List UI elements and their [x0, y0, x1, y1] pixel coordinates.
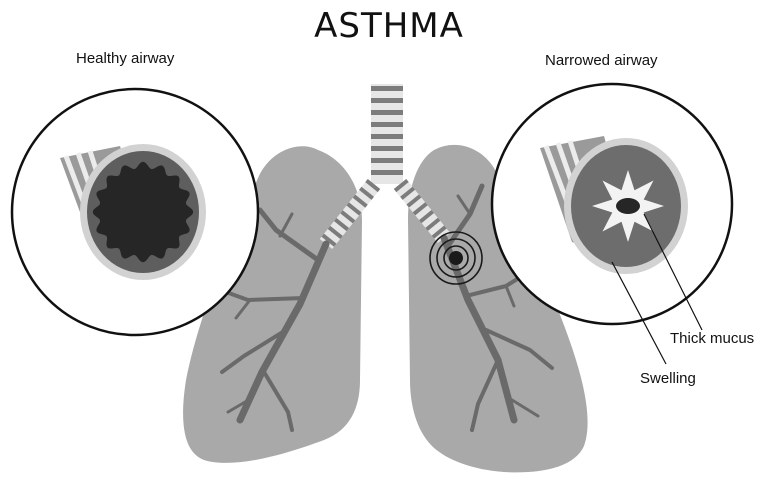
narrowed-lumen — [616, 198, 640, 214]
healthy-lumen — [93, 162, 193, 262]
trachea — [371, 84, 403, 184]
thick-mucus-label: Thick mucus — [670, 330, 754, 347]
swelling-label: Swelling — [640, 370, 696, 387]
healthy-airway-circle — [12, 89, 258, 335]
